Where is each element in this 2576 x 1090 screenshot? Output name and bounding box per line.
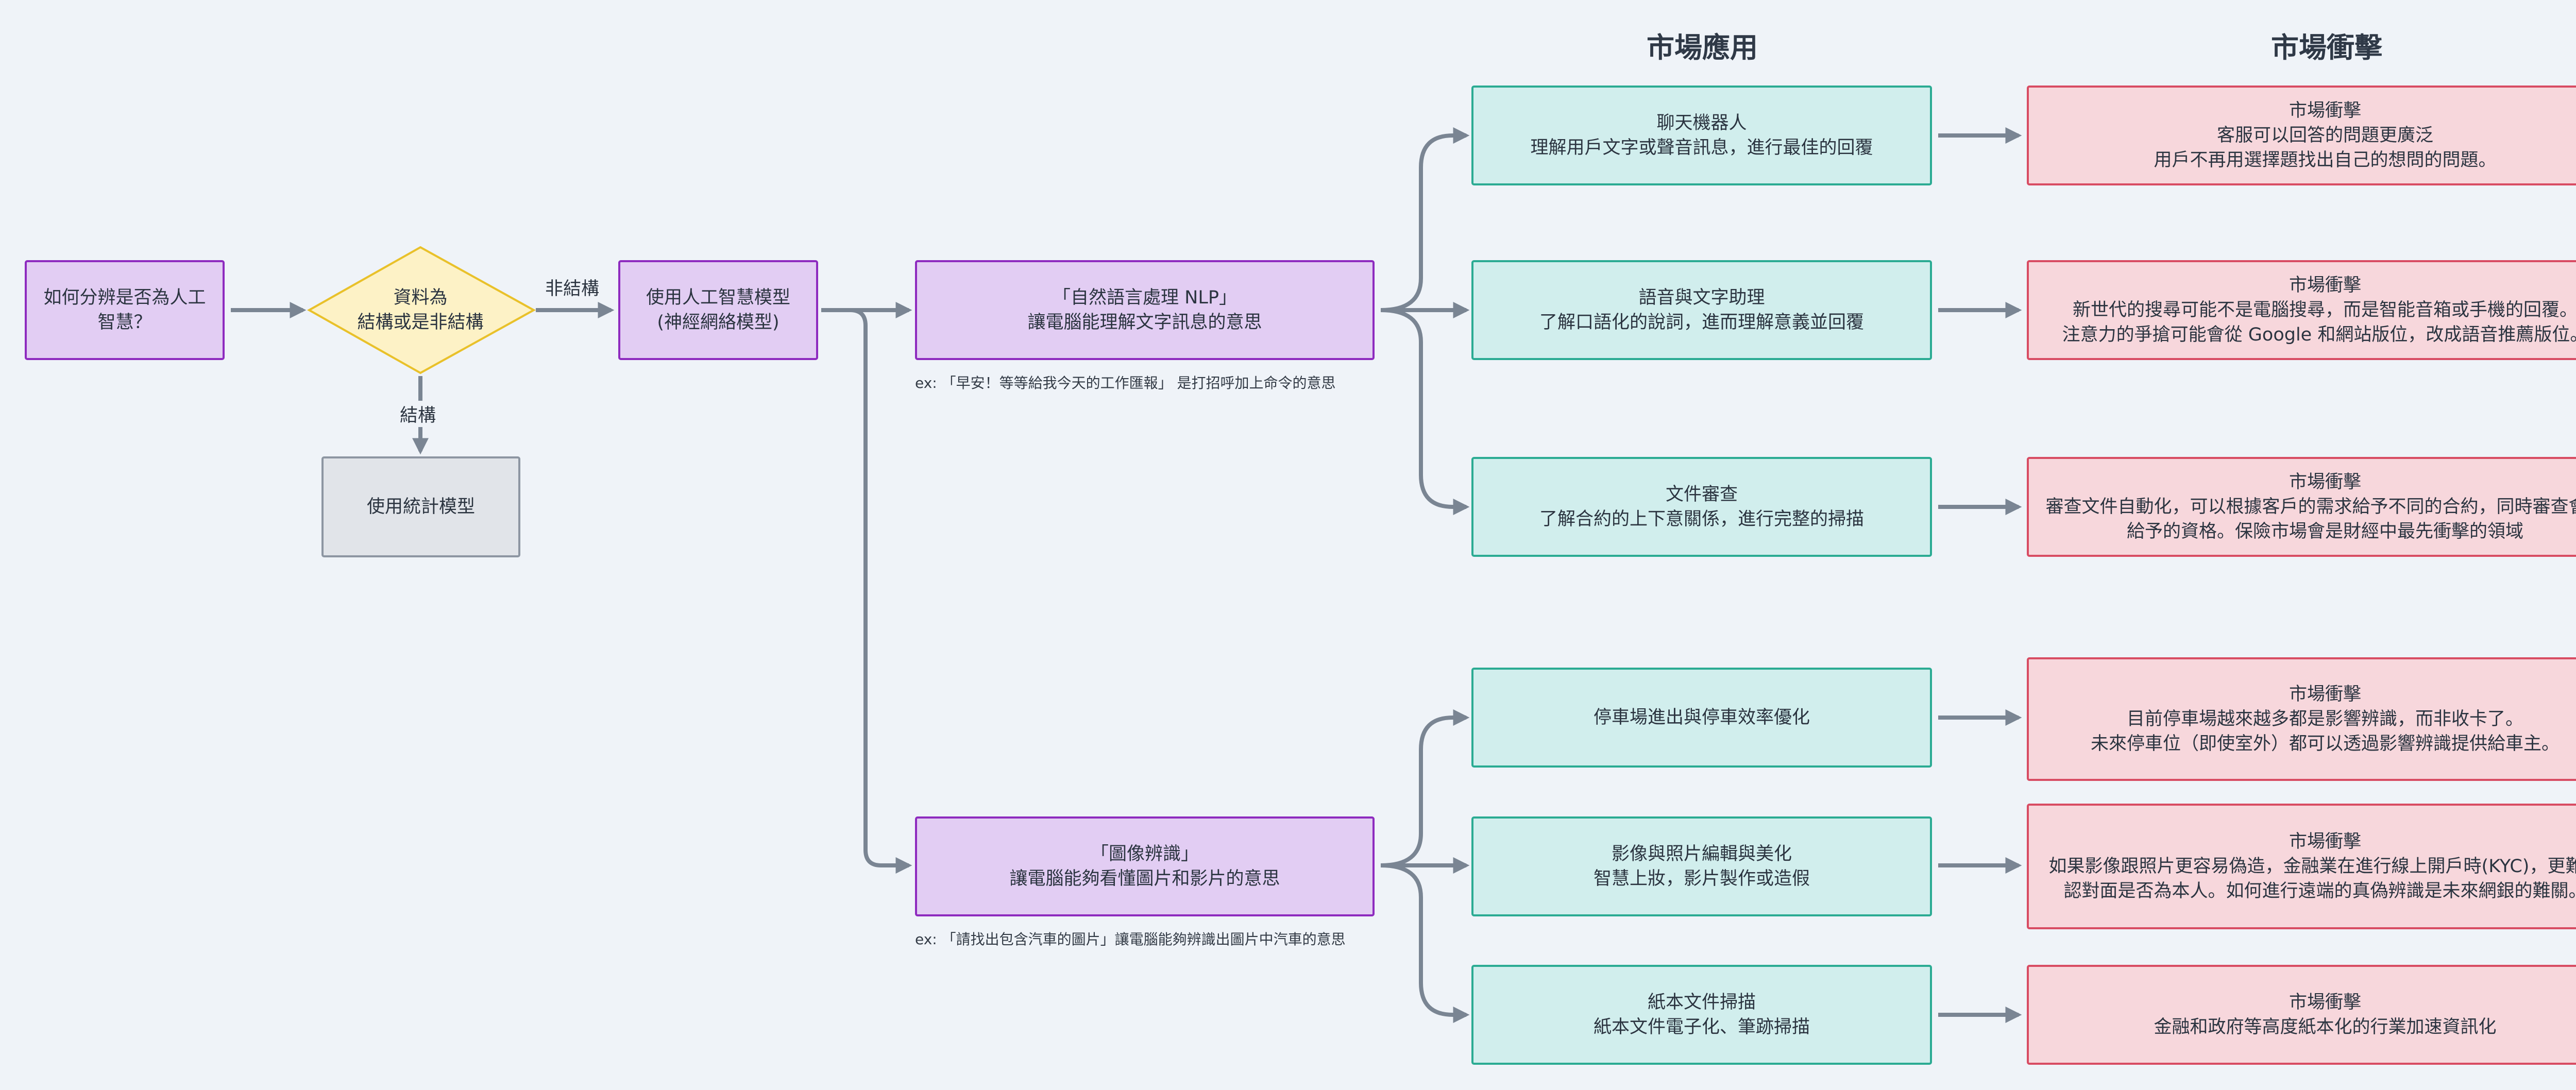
impact-line: 如果影像跟照片更容易偽造，金融業在進行線上開戶時(KYC)，更難確認對面是否為本…	[2048, 856, 2576, 901]
edge-vision-to-app-4	[1380, 709, 1470, 867]
nlp-example-note: ex: 「早安！等等給我今天的工作匯報」 是打招呼加上命令的意思	[915, 374, 1336, 391]
app-desc: 理解用戶文字或聲音訊息，進行最佳的回覆	[1530, 138, 1873, 158]
impact-title: 市場衝擊	[2289, 684, 2361, 705]
app-node-chatbot: 聊天機器人 理解用戶文字或聲音訊息，進行最佳的回覆	[1471, 86, 1932, 185]
nlp-line-2: 讓電腦能理解文字訊息的意思	[1027, 312, 1262, 333]
app-title: 文件審查	[1665, 484, 1738, 505]
impact-node-chatbot: 市場衝擊 客服可以回答的問題更廣泛 用戶不再用選擇題找出自己的想問的問題。	[2027, 86, 2576, 185]
nlp-line-1: 「自然語言處理 NLP」	[1053, 287, 1237, 308]
column-header-apps: 市場應用	[1647, 31, 1758, 64]
column-header-impact: 市場衝擊	[2271, 31, 2382, 64]
decision-line-1: 資料為	[393, 287, 448, 308]
impact-title: 市場衝擊	[2289, 992, 2361, 1013]
app-node-image-editing: 影像與照片編輯與美化 智慧上妝，影片製作或造假	[1471, 816, 1932, 916]
impact-node-parking: 市場衝擊 目前停車場越來越多都是影響辨識，而非收卡了。 未來停車位（即使室外）都…	[2027, 657, 2576, 781]
impact-line: 金融和政府等高度紙本化的行業加速資訊化	[2154, 1017, 2497, 1037]
impact-node-image-editing: 市場衝擊 如果影像跟照片更容易偽造，金融業在進行線上開戶時(KYC)，更難確認對…	[2027, 804, 2576, 929]
impact-line: 客服可以回答的問題更廣泛	[2216, 125, 2433, 146]
ai-model-line-1: 使用人工智慧模型	[646, 287, 790, 308]
impact-title: 市場衝擊	[2289, 100, 2361, 121]
impact-line: 新世代的搜尋可能不是電腦搜尋，而是智能音箱或手機的回覆。	[2072, 300, 2576, 320]
impact-node-paper-scan: 市場衝擊 金融和政府等高度紙本化的行業加速資訊化	[2027, 965, 2576, 1065]
app-desc: 智慧上妝，影片製作或造假	[1593, 868, 1810, 889]
edge-ai-model-to-vision	[821, 308, 912, 874]
app-node-voice-assistant: 語音與文字助理 了解口語化的說詞，進而理解意義並回覆	[1471, 260, 1932, 360]
app-node-paper-scan: 紙本文件掃描 紙本文件電子化、筆跡掃描	[1471, 965, 1932, 1065]
app-desc: 了解口語化的說詞，進而理解意義並回覆	[1539, 312, 1864, 333]
edge-nlp-to-app-1	[1380, 127, 1470, 312]
impact-line: 目前停車場越來越多都是影響辨識，而非收卡了。	[2126, 709, 2523, 729]
start-question-text: 如何分辨是否為人工智慧？	[43, 287, 206, 333]
impact-node-voice-assistant: 市場衝擊 新世代的搜尋可能不是電腦搜尋，而是智能音箱或手機的回覆。 注意力的爭搶…	[2027, 260, 2576, 360]
vision-line-1: 「圖像辨識」	[1090, 844, 1199, 864]
vision-line-2: 讓電腦能夠看懂圖片和影片的意思	[1009, 868, 1280, 889]
impact-line: 用戶不再用選擇題找出自己的想問的問題。	[2154, 150, 2497, 171]
impact-title: 市場衝擊	[2289, 831, 2361, 852]
vision-example-note: ex: 「請找出包含汽車的圖片」讓電腦能夠辨識出圖片中汽車的意思	[915, 931, 1346, 948]
stat-model-text: 使用統計模型	[366, 497, 475, 517]
app-node-parking: 停車場進出與停車效率優化	[1471, 668, 1932, 768]
app-node-document-review: 文件審查 了解合約的上下意關係，進行完整的掃描	[1471, 457, 1932, 557]
decision-line-2: 結構或是非結構	[357, 312, 484, 333]
stat-model-node: 使用統計模型	[321, 456, 520, 557]
decision-diamond	[307, 246, 536, 374]
impact-line: 審查文件自動化，可以根據客戶的需求給予不同的合約，同時審查會員給予的資格。保險市…	[2045, 497, 2576, 542]
app-title: 語音與文字助理	[1638, 287, 1765, 308]
impact-node-document-review: 市場衝擊 審查文件自動化，可以根據客戶的需求給予不同的合約，同時審查會員給予的資…	[2027, 457, 2576, 557]
nlp-node: 「自然語言處理 NLP」 讓電腦能理解文字訊息的意思	[915, 260, 1375, 360]
edge-label-unstructured: 非結構	[545, 274, 600, 300]
app-title: 停車場進出與停車效率優化	[1593, 707, 1810, 728]
ai-model-line-2: (神經網絡模型)	[657, 312, 779, 333]
edge-vision-to-app-6	[1380, 863, 1470, 1023]
vision-node: 「圖像辨識」 讓電腦能夠看懂圖片和影片的意思	[915, 816, 1375, 916]
ai-model-node: 使用人工智慧模型 (神經網絡模型)	[618, 260, 818, 360]
app-desc: 紙本文件電子化、筆跡掃描	[1593, 1017, 1810, 1037]
edge-nlp-to-app-3	[1380, 308, 1470, 515]
impact-line: 未來停車位（即使室外）都可以透過影響辨識提供給車主。	[2090, 734, 2560, 754]
app-title: 紙本文件掃描	[1647, 992, 1756, 1013]
app-title: 影像與照片編輯與美化	[1611, 844, 1792, 864]
impact-line: 注意力的爭搶可能會從 Google 和網站版位，改成語音推薦版位。	[2062, 325, 2576, 345]
impact-title: 市場衝擊	[2289, 275, 2361, 296]
decision-text: 資料為 結構或是非結構	[317, 285, 523, 335]
edge-label-structured: 結構	[400, 401, 436, 427]
app-title: 聊天機器人	[1656, 113, 1747, 133]
app-desc: 了解合約的上下意關係，進行完整的掃描	[1539, 509, 1864, 530]
impact-title: 市場衝擊	[2289, 472, 2361, 492]
start-question-node: 如何分辨是否為人工智慧？	[25, 260, 225, 360]
